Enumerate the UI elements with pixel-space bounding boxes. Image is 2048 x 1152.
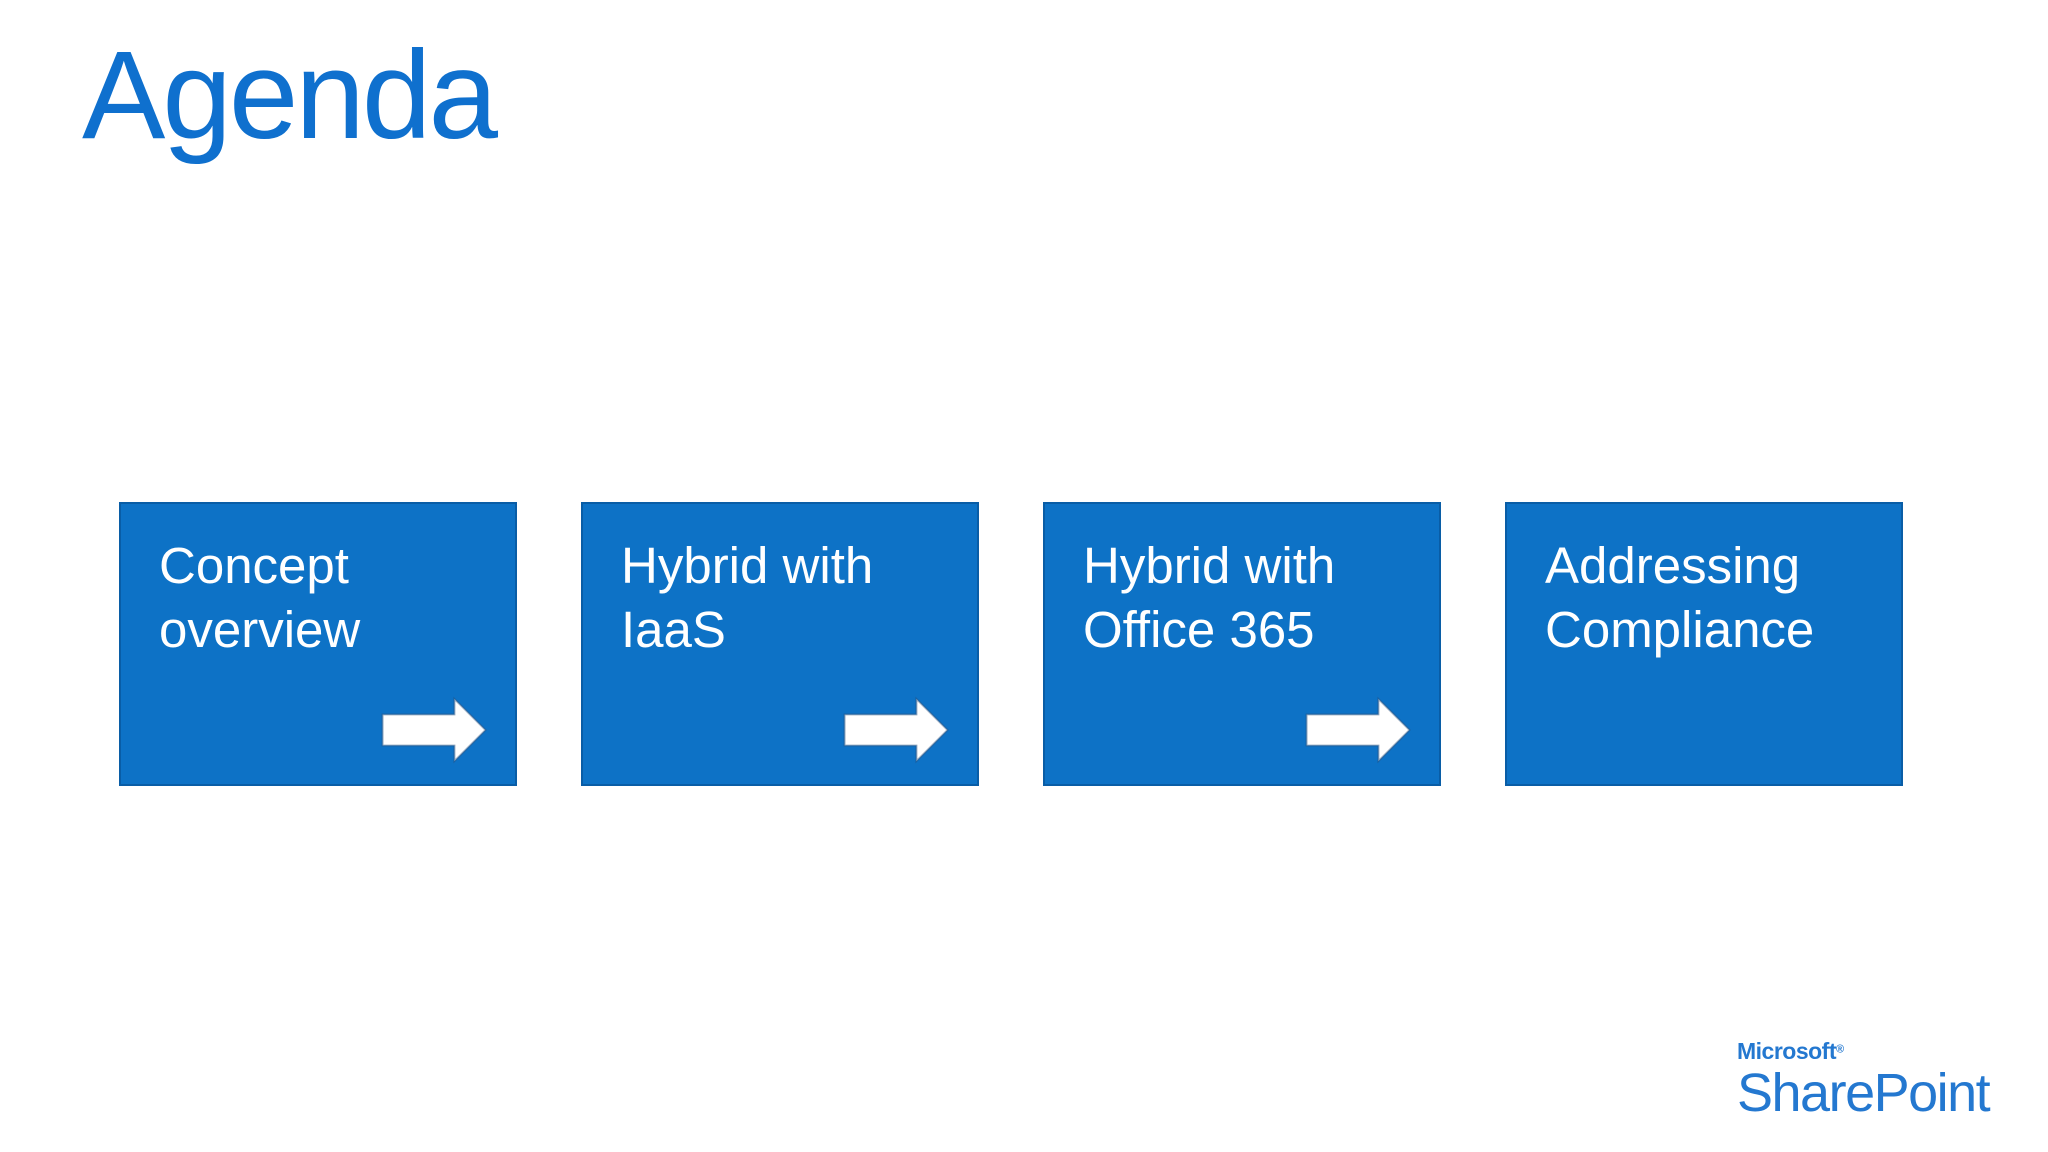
page-title: Agenda bbox=[82, 26, 498, 165]
agenda-tiles-row: Concept overview Hybrid with IaaS Hybrid… bbox=[119, 502, 1903, 786]
agenda-tile-label: Concept overview bbox=[159, 537, 361, 658]
sharepoint-wordmark: SharePoint bbox=[1737, 1063, 1991, 1123]
microsoft-sharepoint-logo: Microsoft® SharePoint bbox=[1737, 1040, 1991, 1123]
agenda-tile-label: Hybrid with Office 365 bbox=[1083, 537, 1336, 658]
agenda-tile-concept-overview: Concept overview bbox=[119, 502, 517, 786]
right-arrow-icon bbox=[381, 696, 487, 764]
microsoft-brand-text: Microsoft bbox=[1737, 1038, 1837, 1064]
microsoft-wordmark: Microsoft® bbox=[1737, 1040, 1989, 1063]
agenda-tile-label: Hybrid with IaaS bbox=[621, 537, 874, 658]
agenda-tile-label: Addressing Compliance bbox=[1545, 537, 1815, 658]
agenda-tile-hybrid-iaas: Hybrid with IaaS bbox=[581, 502, 979, 786]
right-arrow-icon bbox=[1305, 696, 1411, 764]
agenda-tile-hybrid-office365: Hybrid with Office 365 bbox=[1043, 502, 1441, 786]
agenda-tile-addressing-compliance: Addressing Compliance bbox=[1505, 502, 1903, 786]
right-arrow-icon bbox=[843, 696, 949, 764]
registered-trademark-symbol: ® bbox=[1836, 1043, 1845, 1056]
